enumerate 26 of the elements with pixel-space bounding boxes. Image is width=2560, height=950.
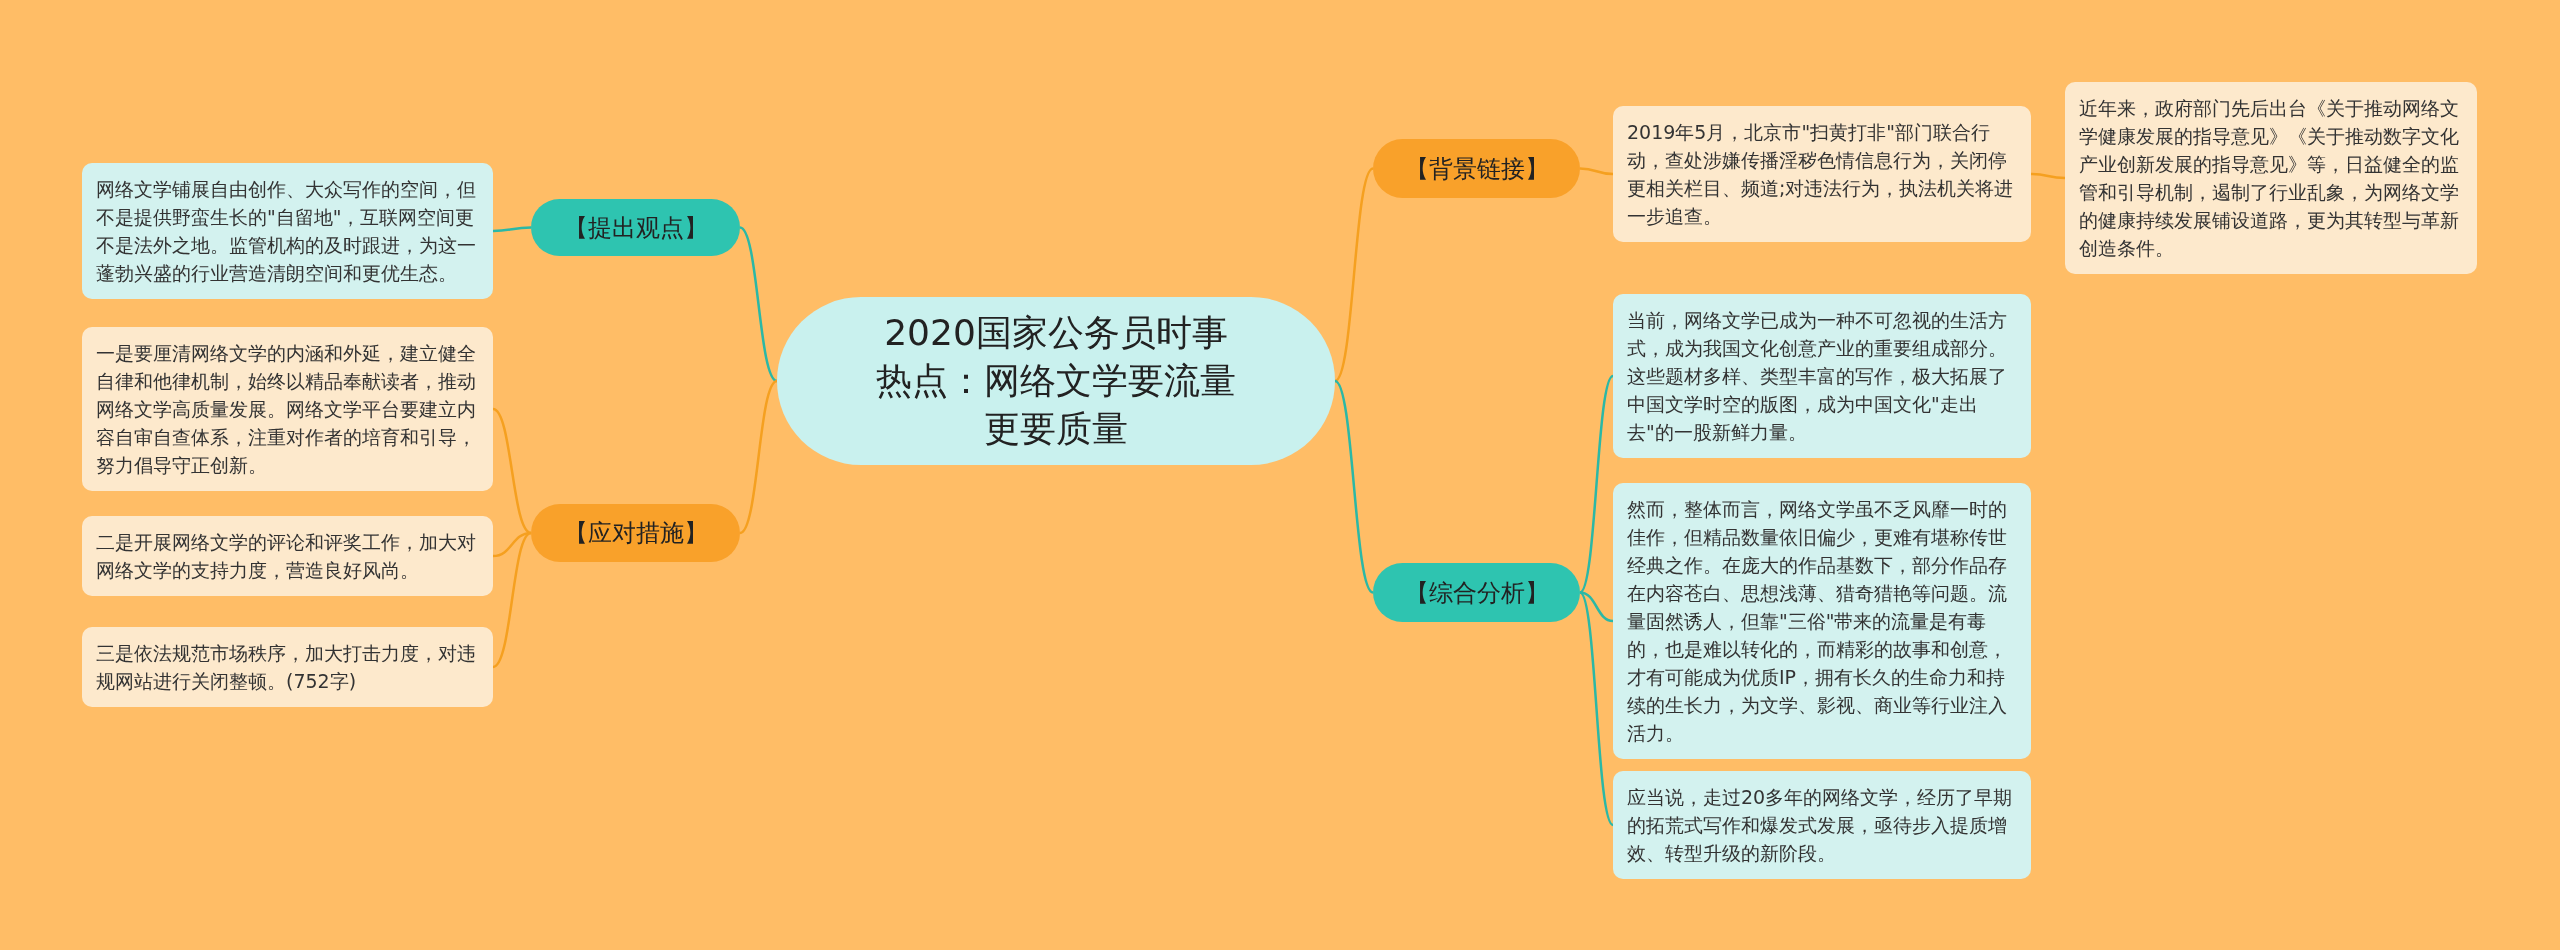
note-box: 网络文学铺展自由创作、大众写作的空间，但不是提供野蛮生长的"自留地"，互联网空间更不是法外之地。监管机构的及时跟进，为这一蓬勃兴盛的行业营造清朗空间和更优生态。 (82, 163, 493, 299)
note-box: 当前，网络文学已成为一种不可忽视的生活方式，成为我国文化创意产业的重要组成部分。这些题材多样、类型丰富的写作，极大拓展了中国文学时空的版图，成为中国文化"走出去"的一股新鲜力量。 (1613, 294, 2031, 458)
connector-line (1334, 167, 1374, 382)
connector-line (1579, 591, 1614, 623)
connector-line (1579, 375, 1614, 594)
note-box: 三是依法规范市场秩序，加大打击力度，对违规网站进行关闭整顿。(752字) (82, 627, 493, 707)
note-box: 应当说，走过20多年的网络文学，经历了早期的拓荒式写作和爆发式发展，亟待步入提质增效、转型升级的新阶段。 (1613, 771, 2031, 879)
note-box: 近年来，政府部门先后出台《关于推动网络文学健康发展的指导意见》《关于推动数字文化产业创新发展的指导意见》等，日益健全的监管和引导机制，遏制了行业乱象，为网络文学的健康持续发展铺设道路，更为其转型与革新创造条件。 (2065, 82, 2477, 274)
title-bubble: 2020国家公务员时事热点：网络文学要流量更要质量 (777, 297, 1335, 465)
connector-line (739, 226, 778, 382)
topic-pill: 【背景链接】 (1373, 139, 1580, 198)
connector-line (1334, 380, 1374, 594)
connector-line (1579, 167, 1614, 176)
topic-pill: 【综合分析】 (1373, 563, 1580, 622)
topic-pill: 【应对措施】 (531, 504, 740, 562)
connector-line (492, 226, 532, 233)
connector-line (492, 531, 532, 669)
note-box: 一是要厘清网络文学的内涵和外延，建立健全自律和他律机制，始终以精品奉献读者，推动网络文学高质量发展。网络文学平台要建立内容自审自查体系，注重对作者的培育和引导，努力倡导守正创新。 (82, 327, 493, 491)
connector-line (1579, 591, 1614, 826)
note-box: 2019年5月，北京市"扫黄打非"部门联合行动，查处涉嫌传播淫秽色情信息行为，关闭停更相关栏目、频道;对违法行为，执法机关将进一步追查。 (1613, 106, 2031, 242)
connector-line (739, 379, 778, 535)
note-box: 二是开展网络文学的评论和评奖工作，加大对网络文学的支持力度，营造良好风尚。 (82, 516, 493, 596)
note-box: 然而，整体而言，网络文学虽不乏风靡一时的佳作，但精品数量依旧偏少，更难有堪称传世经典之作。在庞大的作品基数下，部分作品存在内容苍白、思想浅薄、猎奇猎艳等问题。流量固然诱人，但靠"三俗"带来的流量是有毒的，也是难以转化的，而精彩的故事和创意，才有可能成为优质IP，拥有长久的生命力和持续的生长力，为文学、影视、商业等行业注入活力。 (1613, 483, 2031, 759)
topic-pill: 【提出观点】 (531, 199, 740, 256)
connector-line (492, 407, 532, 535)
connector-line (2030, 172, 2066, 180)
